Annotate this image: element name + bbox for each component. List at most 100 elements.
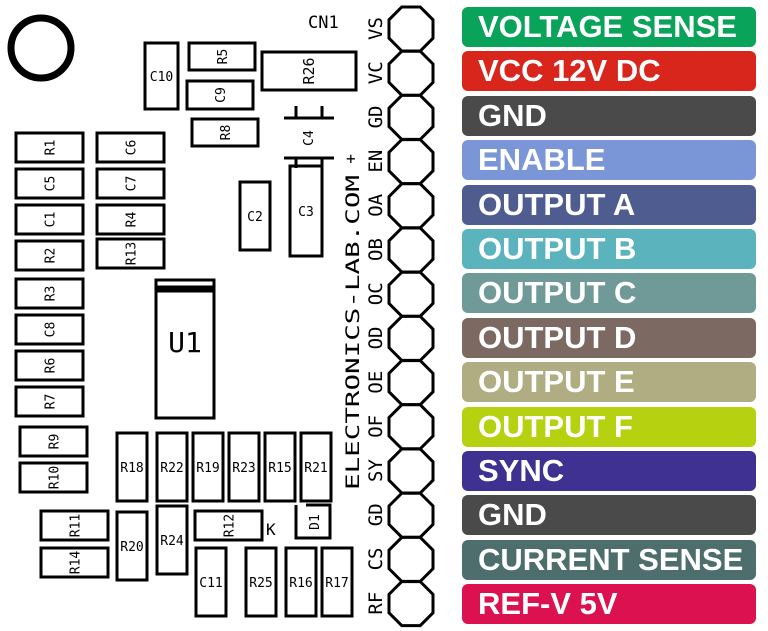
component-r18-outline — [115, 431, 149, 503]
connector-pad — [387, 359, 435, 407]
component-r1-outline — [14, 131, 85, 164]
component-label-r1: R1 — [44, 140, 59, 156]
component-c5-outline — [14, 167, 85, 200]
pin-label: GND — [462, 95, 756, 136]
component-label-c9: C9 — [214, 87, 229, 103]
chip-u1-outline — [154, 278, 216, 420]
component-r24-outline — [155, 504, 189, 576]
pin-label: OUTPUT F — [462, 406, 756, 447]
component-r20-outline — [115, 510, 149, 582]
connector-pad — [387, 403, 435, 451]
component-r25-outline — [244, 546, 278, 618]
component-label-c4: C4 — [302, 130, 317, 146]
component-r12-outline — [193, 509, 264, 542]
component-label-r4: R4 — [125, 212, 140, 228]
component-r11-outline — [39, 509, 110, 542]
component-label-r13: R13 — [125, 242, 140, 265]
component-label-c10: C10 — [150, 70, 173, 85]
connector-pad — [387, 5, 435, 53]
pin-label: REF-V 5V — [462, 584, 756, 625]
component-r22-outline — [155, 431, 189, 503]
pin-code: SY — [365, 459, 387, 482]
connector-pad — [387, 270, 435, 318]
pin-code: EN — [365, 150, 387, 173]
component-label-r2: R2 — [44, 248, 59, 264]
component-label-r21: R21 — [304, 461, 327, 476]
component-label-r15: R15 — [268, 461, 291, 476]
pin-label: OUTPUT A — [462, 184, 756, 225]
component-label-r3: R3 — [44, 286, 59, 302]
component-label-c7: C7 — [125, 176, 140, 192]
connector-pad — [387, 49, 435, 97]
component-c6-outline — [95, 131, 166, 164]
connector-pad — [387, 314, 435, 362]
diode-k-label: K — [266, 520, 276, 539]
component-c8-outline — [14, 313, 85, 346]
component-label-r16: R16 — [289, 576, 312, 591]
component-label-c2: C2 — [247, 210, 263, 225]
connector-pad — [387, 535, 435, 583]
component-r23-outline — [227, 431, 261, 503]
connector-pad — [387, 182, 435, 230]
pin-label: VCC 12V DC — [462, 51, 756, 92]
connector-label: CN1 — [308, 13, 339, 33]
connector-pad — [387, 138, 435, 186]
mounting-hole — [7, 14, 75, 82]
component-r21-outline — [299, 431, 333, 503]
pin-code: OE — [365, 371, 387, 394]
pin-code: VS — [365, 17, 387, 40]
connector-pad — [387, 93, 435, 141]
component-r6-outline — [14, 349, 85, 382]
component-c9-outline — [185, 79, 255, 111]
component-label-r18: R18 — [120, 461, 143, 476]
pin-code: OA — [365, 193, 387, 216]
component-label-c3: C3 — [298, 205, 314, 220]
component-label-c1: C1 — [44, 212, 59, 228]
chip-u1-label: U1 — [168, 326, 202, 359]
component-label-r5: R5 — [216, 49, 231, 65]
pin-label: ENABLE — [462, 140, 756, 181]
connector-pad — [387, 447, 435, 495]
component-r16-outline — [284, 546, 318, 618]
pin-code: OF — [365, 415, 387, 438]
pin-code: VC — [365, 61, 387, 84]
pin-label: OUTPUT B — [462, 229, 756, 269]
pin-code: OC — [365, 282, 387, 305]
component-r26-outline — [260, 50, 358, 92]
pin-code: RF — [365, 592, 387, 615]
component-r2-outline — [14, 239, 85, 272]
component-r15-outline — [263, 431, 297, 503]
component-r8-outline — [190, 117, 260, 148]
brand-text: ELECTRONICS-LAB.COM — [342, 175, 364, 490]
pin-code: OD — [365, 327, 387, 350]
component-label-r6: R6 — [44, 358, 59, 374]
component-r10-outline — [18, 461, 89, 494]
component-r17-outline — [320, 546, 354, 618]
polarity-plus: + — [346, 149, 356, 168]
component-r3-outline — [14, 277, 85, 310]
component-c7-outline — [95, 167, 166, 200]
pin-code: CS — [365, 548, 387, 571]
diode-d1-label: D1 — [308, 514, 323, 530]
component-label-r8: R8 — [219, 125, 234, 141]
component-r9-outline — [18, 425, 89, 458]
pin-code: GD — [365, 106, 387, 129]
component-c1-outline — [14, 203, 85, 236]
component-r7-outline — [14, 385, 85, 418]
pin-label: OUTPUT C — [462, 273, 756, 314]
component-label-r11: R11 — [69, 514, 84, 537]
component-label-r19: R19 — [196, 461, 219, 476]
pin-label: OUTPUT D — [462, 317, 756, 358]
component-label-r7: R7 — [44, 394, 59, 410]
component-r14-outline — [39, 546, 110, 579]
pin-label: OUTPUT E — [462, 362, 756, 403]
connector-pad — [387, 491, 435, 539]
connector-pad — [387, 580, 435, 628]
diode-d1-outline — [294, 503, 332, 540]
component-r4-outline — [95, 203, 166, 236]
component-label-c11: C11 — [199, 576, 222, 591]
pin-code: GD — [365, 503, 387, 526]
component-label-r12: R12 — [223, 514, 238, 537]
component-label-r20: R20 — [120, 540, 143, 555]
